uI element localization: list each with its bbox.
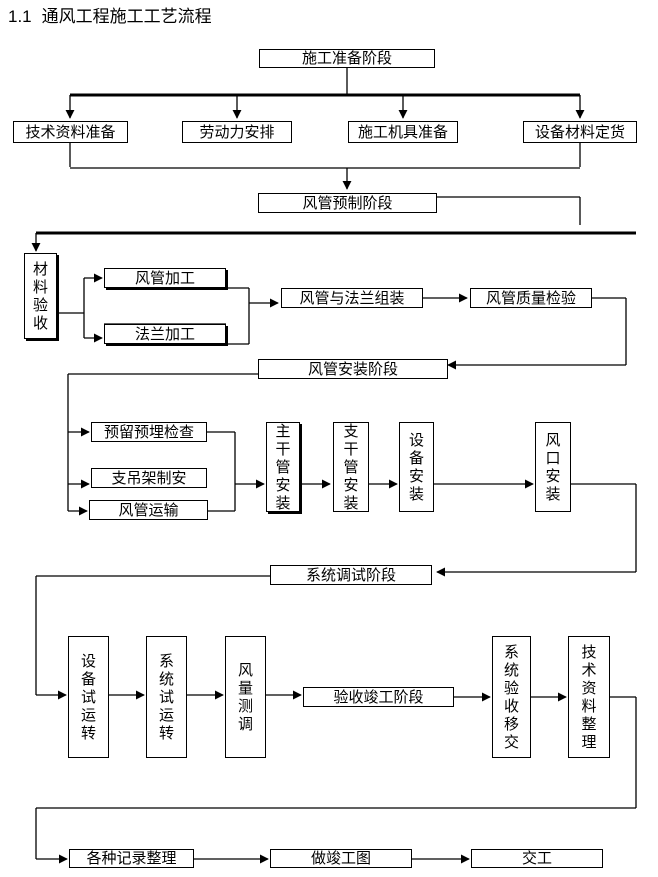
- stage-debug: 系统调试阶段: [270, 565, 432, 585]
- section-heading: 1.1 通风工程施工工艺流程: [8, 2, 212, 27]
- prep-item-tech-docs: 技术资料准备: [13, 121, 128, 143]
- outlet-install-label: 风口安装: [545, 431, 561, 503]
- stage-prep: 施工准备阶段: [259, 49, 435, 68]
- records-box: 各种记录整理: [69, 849, 194, 868]
- embed-check-box: 预留预埋检查: [91, 422, 207, 442]
- outlet-install-box: 风口安装: [535, 422, 571, 512]
- material-check-box: 材料验收: [24, 253, 57, 339]
- as-built-box: 做竣工图: [270, 849, 412, 868]
- equipment-install-box: 设备安装: [399, 422, 434, 512]
- stage-accept: 验收竣工阶段: [303, 687, 454, 707]
- section-number: 1.1: [8, 7, 32, 26]
- duct-flange-assembly-box: 风管与法兰组装: [281, 288, 423, 308]
- system-trial-label: 系统试运转: [159, 652, 175, 742]
- handover-label: 系统验收移交: [504, 643, 520, 751]
- equipment-install-label: 设备安装: [409, 431, 425, 503]
- hanger-make-box: 支吊架制安: [91, 468, 207, 488]
- prep-item-labor: 劳动力安排: [182, 121, 292, 143]
- duct-transport-box: 风管运输: [89, 500, 208, 520]
- system-trial-box: 系统试运转: [146, 636, 187, 758]
- branch-duct-install-label: 支干管安装: [343, 422, 359, 512]
- doc-archive-box: 技术资料整理: [568, 636, 610, 758]
- branch-duct-install-box: 支干管安装: [333, 422, 369, 512]
- stage-install: 风管安装阶段: [258, 359, 448, 379]
- prep-item-machinery: 施工机具准备: [348, 121, 458, 143]
- airflow-test-label: 风量测调: [238, 661, 254, 733]
- main-duct-install-label: 主干管安装: [275, 422, 291, 512]
- airflow-test-box: 风量测调: [225, 636, 266, 758]
- equipment-trial-box: 设备试运转: [68, 636, 109, 758]
- handover-final-box: 交工: [471, 849, 603, 868]
- prep-item-materials: 设备材料定货: [523, 121, 637, 143]
- equipment-trial-label: 设备试运转: [81, 652, 97, 742]
- duct-processing-box: 风管加工: [104, 268, 226, 288]
- handover-box: 系统验收移交: [492, 636, 531, 758]
- main-duct-install-box: 主干管安装: [266, 422, 300, 512]
- stage-prefab: 风管预制阶段: [258, 193, 437, 213]
- duct-quality-check-box: 风管质量检验: [470, 288, 592, 308]
- flange-processing-box: 法兰加工: [104, 324, 226, 344]
- doc-archive-label: 技术资料整理: [581, 643, 597, 751]
- material-check-label: 材料验收: [33, 260, 49, 332]
- section-title: 通风工程施工工艺流程: [41, 7, 212, 27]
